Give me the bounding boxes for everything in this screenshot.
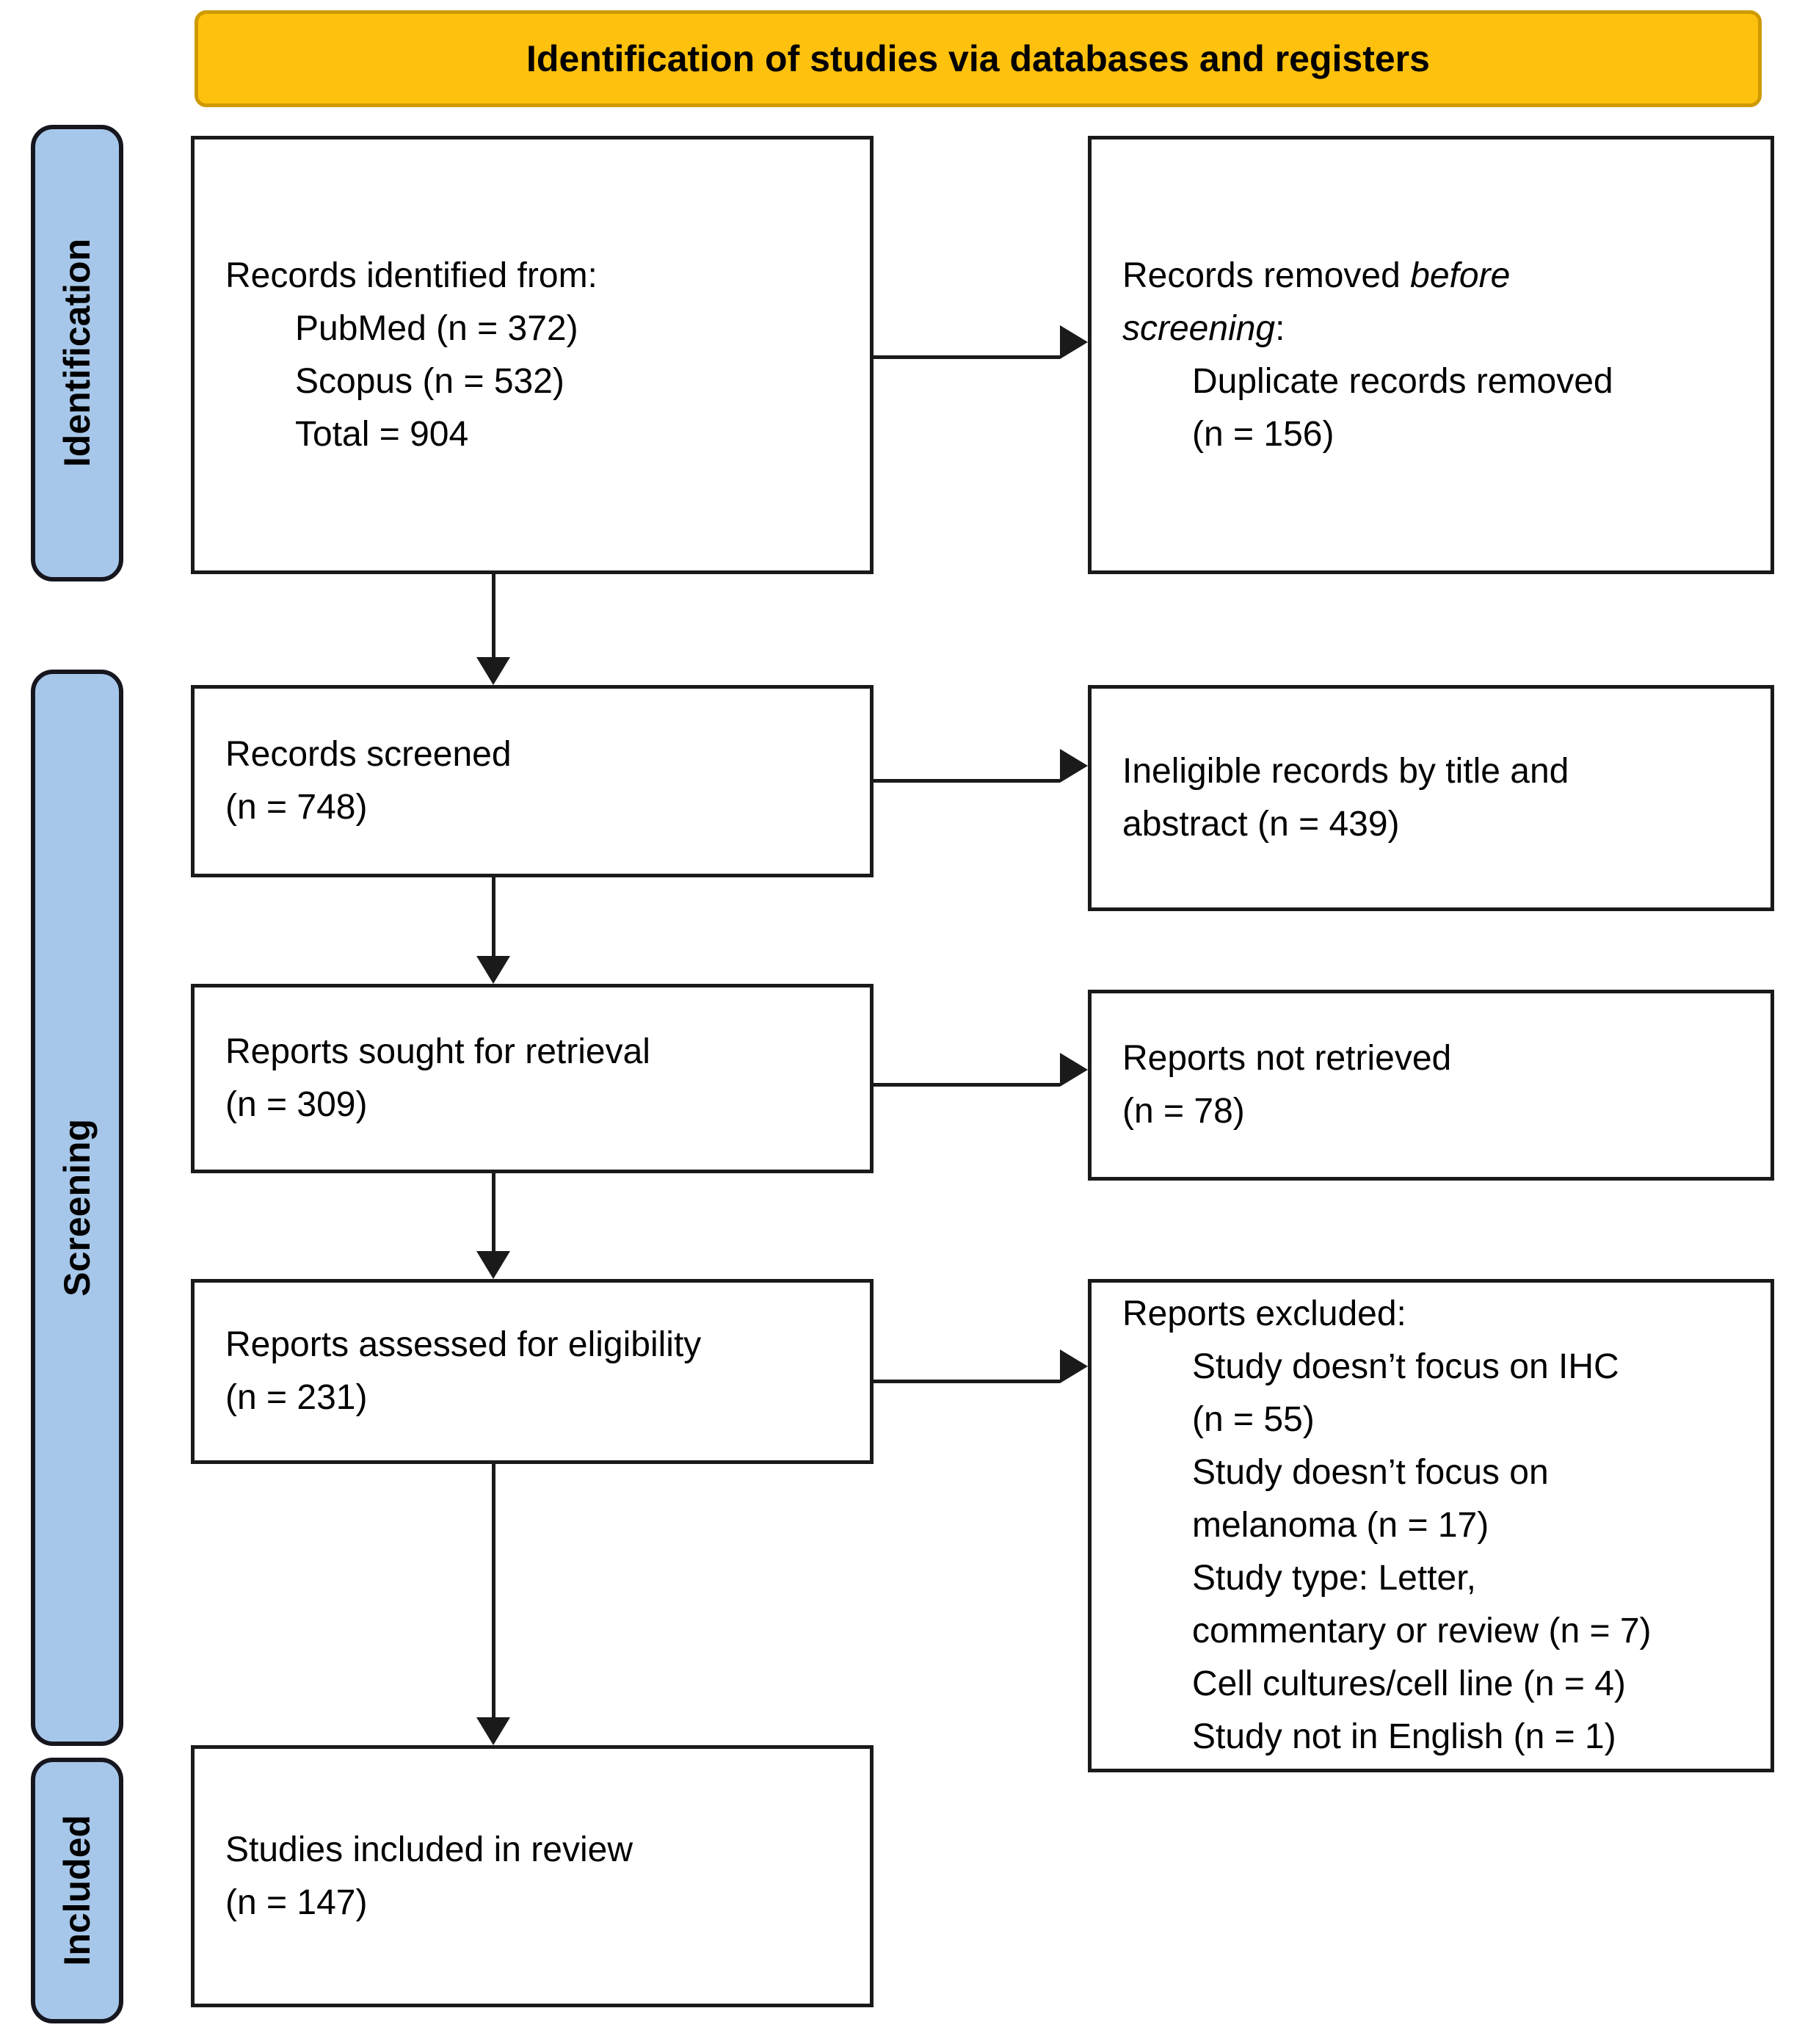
records-removed-regular-text: Records removed (1122, 256, 1411, 295)
reports-excluded-item-melanoma-count: melanoma (n = 17) (1192, 1506, 1489, 1545)
arrow-shaft (492, 574, 495, 657)
reports-assessed-count: (n = 231) (225, 1378, 368, 1417)
arrow-right-head (1060, 749, 1088, 783)
stage-label-included-text: Included (57, 1815, 98, 1966)
arrow-right-head (1060, 1349, 1088, 1383)
stage-label-identification: Identification (31, 125, 123, 581)
reports-excluded-item-ihc: Study doesn’t focus on IHC (1192, 1347, 1619, 1386)
reports-excluded-item-cellcultures: Cell cultures/cell line (n = 4) (1192, 1664, 1626, 1703)
reports-sought-line1: Reports sought for retrieval (225, 1032, 650, 1071)
arrow-shaft (874, 1083, 1060, 1087)
box-reports-excluded: Reports excluded: Study doesn’t focus on… (1088, 1279, 1774, 1772)
box-studies-included: Studies included in review (n = 147) (191, 1745, 874, 2007)
records-removed-item-duplicates: Duplicate records removed (1192, 361, 1613, 401)
records-removed-item-duplicates-count: (n = 156) (1192, 414, 1334, 454)
box-records-removed: Records removed before screening: Duplic… (1088, 136, 1774, 574)
arrow-shaft (874, 355, 1060, 359)
stage-label-screening-text: Screening (57, 1119, 98, 1297)
box-records-removed-title-line1: Records removed before (1122, 250, 1750, 302)
ineligible-records-line1: Ineligible records by title and (1122, 752, 1569, 791)
reports-excluded-item-studytype: Study type: Letter, (1192, 1559, 1476, 1598)
arrow-down-head (476, 956, 510, 984)
reports-excluded-title: Reports excluded: (1122, 1294, 1406, 1333)
records-removed-italic-text2: screening (1122, 308, 1276, 348)
records-screened-count: (n = 748) (225, 788, 368, 827)
arrow-shaft (492, 877, 495, 956)
reports-assessed-line1: Reports assessed for eligibility (225, 1325, 702, 1364)
records-identified-item-scopus: Scopus (n = 532) (295, 361, 564, 401)
reports-excluded-item-notenglish: Study not in English (n = 1) (1192, 1717, 1616, 1756)
arrow-shaft (492, 1173, 495, 1251)
box-records-identified: Records identified from: PubMed (n = 372… (191, 136, 874, 574)
reports-excluded-item-studytype-count: commentary or review (n = 7) (1192, 1612, 1652, 1650)
records-removed-colon: : (1275, 308, 1285, 348)
diagram-title: Identification of studies via databases … (526, 38, 1430, 79)
reports-sought-count: (n = 309) (225, 1085, 368, 1124)
box-records-screened: Records screened (n = 748) (191, 685, 874, 877)
arrow-shaft (874, 1380, 1060, 1383)
stage-label-identification-text: Identification (57, 239, 98, 468)
stage-label-screening: Screening (31, 670, 123, 1746)
reports-not-retrieved-count: (n = 78) (1122, 1092, 1245, 1131)
box-reports-not-retrieved: Reports not retrieved (n = 78) (1088, 990, 1774, 1181)
box-reports-sought: Reports sought for retrieval (n = 309) (191, 984, 874, 1173)
stage-label-included: Included (31, 1758, 123, 2023)
diagram-title-banner: Identification of studies via databases … (195, 10, 1762, 107)
studies-included-count: (n = 147) (225, 1882, 368, 1922)
arrow-shaft (874, 779, 1060, 783)
arrow-down-head (476, 1251, 510, 1279)
records-removed-italic-text: before (1410, 256, 1511, 295)
records-screened-line1: Records screened (225, 735, 512, 774)
box-records-identified-title: Records identified from: (225, 256, 598, 295)
records-identified-item-pubmed: PubMed (n = 372) (295, 308, 578, 348)
reports-not-retrieved-line1: Reports not retrieved (1122, 1039, 1452, 1078)
ineligible-records-line2: abstract (n = 439) (1122, 805, 1400, 844)
arrow-down-head (476, 657, 510, 685)
records-identified-item-total: Total = 904 (295, 414, 469, 454)
arrow-right-head (1060, 1053, 1088, 1087)
box-ineligible-records: Ineligible records by title and abstract… (1088, 685, 1774, 911)
reports-excluded-item-melanoma: Study doesn’t focus on (1192, 1453, 1549, 1492)
arrow-shaft (492, 1464, 495, 1717)
arrow-right-head (1060, 325, 1088, 359)
reports-excluded-item-ihc-count: (n = 55) (1192, 1400, 1315, 1439)
studies-included-line1: Studies included in review (225, 1830, 633, 1869)
box-records-removed-title-line2: screening: (1122, 302, 1750, 355)
arrow-down-head (476, 1717, 510, 1745)
box-reports-assessed: Reports assessed for eligibility (n = 23… (191, 1279, 874, 1464)
